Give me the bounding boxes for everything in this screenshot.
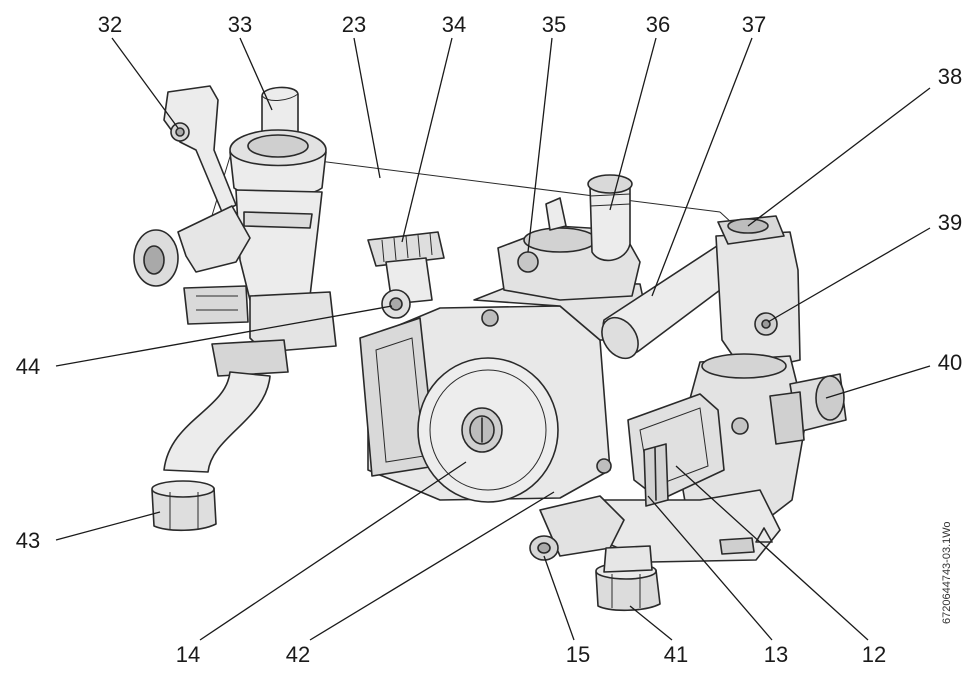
- label-32: 32: [98, 12, 122, 37]
- leader-42: [309, 491, 555, 641]
- leader-14: [199, 461, 467, 641]
- label-13: 13: [764, 642, 788, 667]
- label-23: 23: [342, 12, 366, 37]
- leader-35: [527, 37, 553, 253]
- nut-43: [151, 487, 217, 532]
- pump-head-ring: [429, 369, 547, 491]
- label-43: 43: [16, 528, 40, 553]
- pipe-36: [589, 181, 631, 262]
- collar-ring-inner: [247, 134, 309, 158]
- left-elbow: [177, 205, 251, 273]
- left-inlet-bore: [143, 245, 165, 275]
- drawing-code: 6720644743-03.1Wo: [941, 521, 953, 624]
- bracket-hole-inner: [175, 127, 185, 137]
- pipe-36-rings: [589, 193, 631, 207]
- valve-35-nut: [517, 251, 539, 273]
- label-35: 35: [542, 12, 566, 37]
- label-12: 12: [862, 642, 886, 667]
- label-38: 38: [938, 64, 962, 89]
- sensor-clip-ribs: [381, 232, 433, 263]
- label-33: 33: [228, 12, 252, 37]
- central-block-top: [701, 353, 787, 379]
- label-34: 34: [442, 12, 466, 37]
- tube-37-end: [601, 316, 639, 360]
- fitting-40-clip: [769, 391, 805, 445]
- leader-43: [55, 511, 161, 541]
- nut-41-neck: [603, 545, 653, 573]
- label-14: 14: [176, 642, 200, 667]
- leader-15: [543, 555, 575, 641]
- pump-flange-screw: [481, 309, 499, 327]
- label-44: 44: [16, 354, 40, 379]
- wall-bracket: [163, 85, 237, 213]
- leader-33: [239, 37, 273, 111]
- label-40: 40: [938, 350, 962, 375]
- leader-lines: [55, 37, 931, 641]
- flow-pipe-curve: [163, 371, 271, 473]
- leader-36: [609, 37, 657, 211]
- pipe-33-cut: [261, 93, 299, 101]
- leader-32: [111, 37, 179, 129]
- leader-12: [675, 465, 869, 641]
- leader-23: [353, 37, 381, 179]
- leader-34: [401, 37, 453, 243]
- lower-clip-small: [719, 537, 755, 555]
- label-42: 42: [286, 642, 310, 667]
- label-36: 36: [646, 12, 670, 37]
- warning-triangle: [755, 527, 773, 543]
- right-valve-body: [715, 231, 801, 373]
- drain-valve-bore: [537, 542, 551, 554]
- leader-13: [647, 495, 773, 641]
- left-clip: [183, 285, 249, 325]
- left-clip-detail: [196, 295, 238, 311]
- leader-37: [651, 37, 753, 297]
- left-valve-neck: [243, 211, 313, 229]
- lower-clip: [211, 339, 289, 377]
- bracket-screw-right: [731, 417, 749, 435]
- left-valve-body: [235, 189, 323, 301]
- valve-35-cap: [523, 227, 597, 253]
- assembly-drawing: [133, 85, 847, 612]
- fitting-40-face: [815, 375, 845, 421]
- nut-43-top: [151, 480, 215, 498]
- label-41: 41: [664, 642, 688, 667]
- nut-41-facets: [611, 574, 641, 608]
- label-39: 39: [938, 210, 962, 235]
- bracket-screw: [596, 458, 612, 474]
- callout-labels: 32 33 23 34 35 36 37 38 39 40 44 43 14 4…: [16, 12, 962, 667]
- leader-40: [825, 365, 931, 399]
- valve-35-stem: [545, 197, 567, 231]
- leader-44: [55, 305, 393, 367]
- sensor-13-rod: [654, 447, 657, 501]
- bolt-44-inner: [389, 297, 403, 311]
- pipe-36-top: [587, 174, 633, 194]
- leader-39: [767, 227, 931, 323]
- label-15: 15: [566, 642, 590, 667]
- leader-38: [747, 87, 931, 227]
- label-37: 37: [742, 12, 766, 37]
- nut-43-facets: [169, 492, 199, 530]
- leader-41: [629, 605, 673, 641]
